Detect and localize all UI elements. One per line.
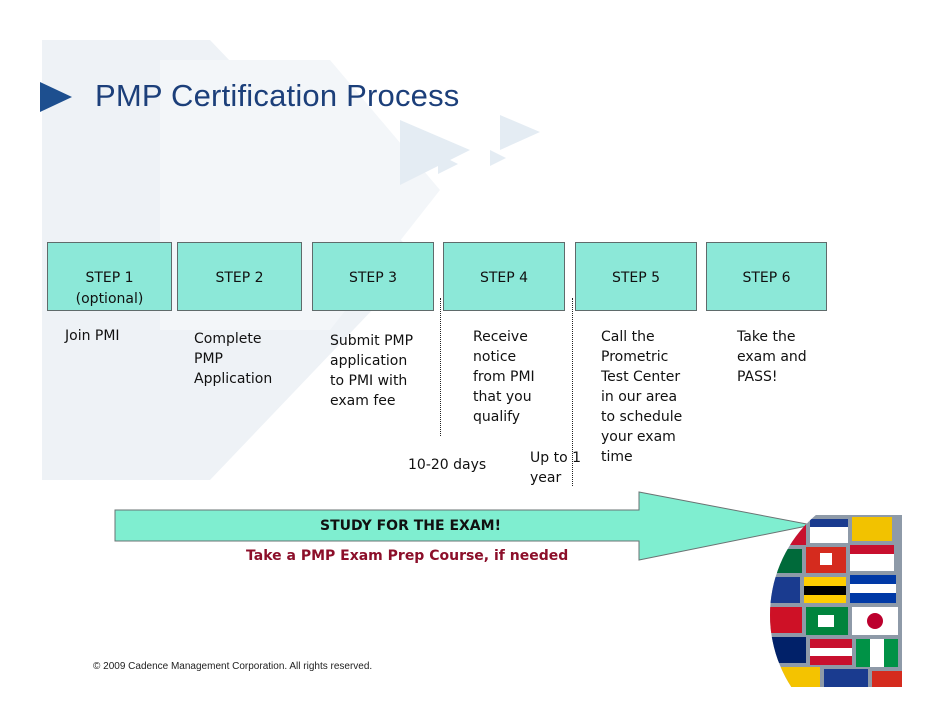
step-4-box: STEP 4	[443, 242, 565, 311]
step-5-label: STEP 5	[611, 270, 661, 286]
step-3-description: Submit PMP application to PMI with exam …	[330, 333, 414, 409]
small-triangle-3	[438, 154, 458, 174]
step-1-description: Join PMI	[65, 328, 120, 344]
step-4-description: Receive notice from PMI that you qualify	[473, 329, 535, 425]
step-5-description: Call the Prometric Test Center in our ar…	[601, 329, 683, 465]
flags-globe-image	[770, 515, 902, 687]
step-4-label: STEP 4	[479, 270, 529, 286]
step-3-label: STEP 3	[348, 270, 398, 286]
step-1-label: STEP 1	[85, 270, 134, 286]
step-6-description: Take the exam and PASS!	[737, 329, 807, 385]
step-1-box: STEP 1 (optional)	[47, 242, 172, 311]
study-arrow-shape	[114, 491, 813, 561]
step-2-label: STEP 2	[215, 270, 264, 286]
small-triangle-1	[400, 120, 470, 185]
study-subheading: Take a PMP Exam Prep Course, if needed	[246, 548, 569, 564]
copyright-footer: © 2009 Cadence Management Corporation. A…	[93, 661, 373, 672]
step-6-box: STEP 6	[706, 242, 827, 311]
small-triangle-2	[500, 115, 540, 150]
step-1-sublabel: (optional)	[75, 291, 144, 307]
divider-3-4	[440, 298, 441, 436]
step-3-box: STEP 3	[312, 242, 434, 311]
small-triangle-4	[490, 150, 506, 166]
divider-4-5	[572, 298, 573, 486]
timing-10-20-days: 10-20 days	[408, 457, 487, 473]
step-2-box: STEP 2	[177, 242, 302, 311]
title-bullet-triangle	[40, 82, 72, 112]
study-heading: STUDY FOR THE EXAM!	[320, 518, 501, 534]
step-5-box: STEP 5	[575, 242, 697, 311]
step-6-label: STEP 6	[742, 270, 791, 286]
timing-up-to-1-year: Up to 1 year	[530, 450, 581, 486]
slide-title: PMP Certification Process	[95, 78, 460, 113]
step-2-description: Complete PMP Application	[194, 331, 273, 387]
study-arrow	[114, 491, 813, 561]
